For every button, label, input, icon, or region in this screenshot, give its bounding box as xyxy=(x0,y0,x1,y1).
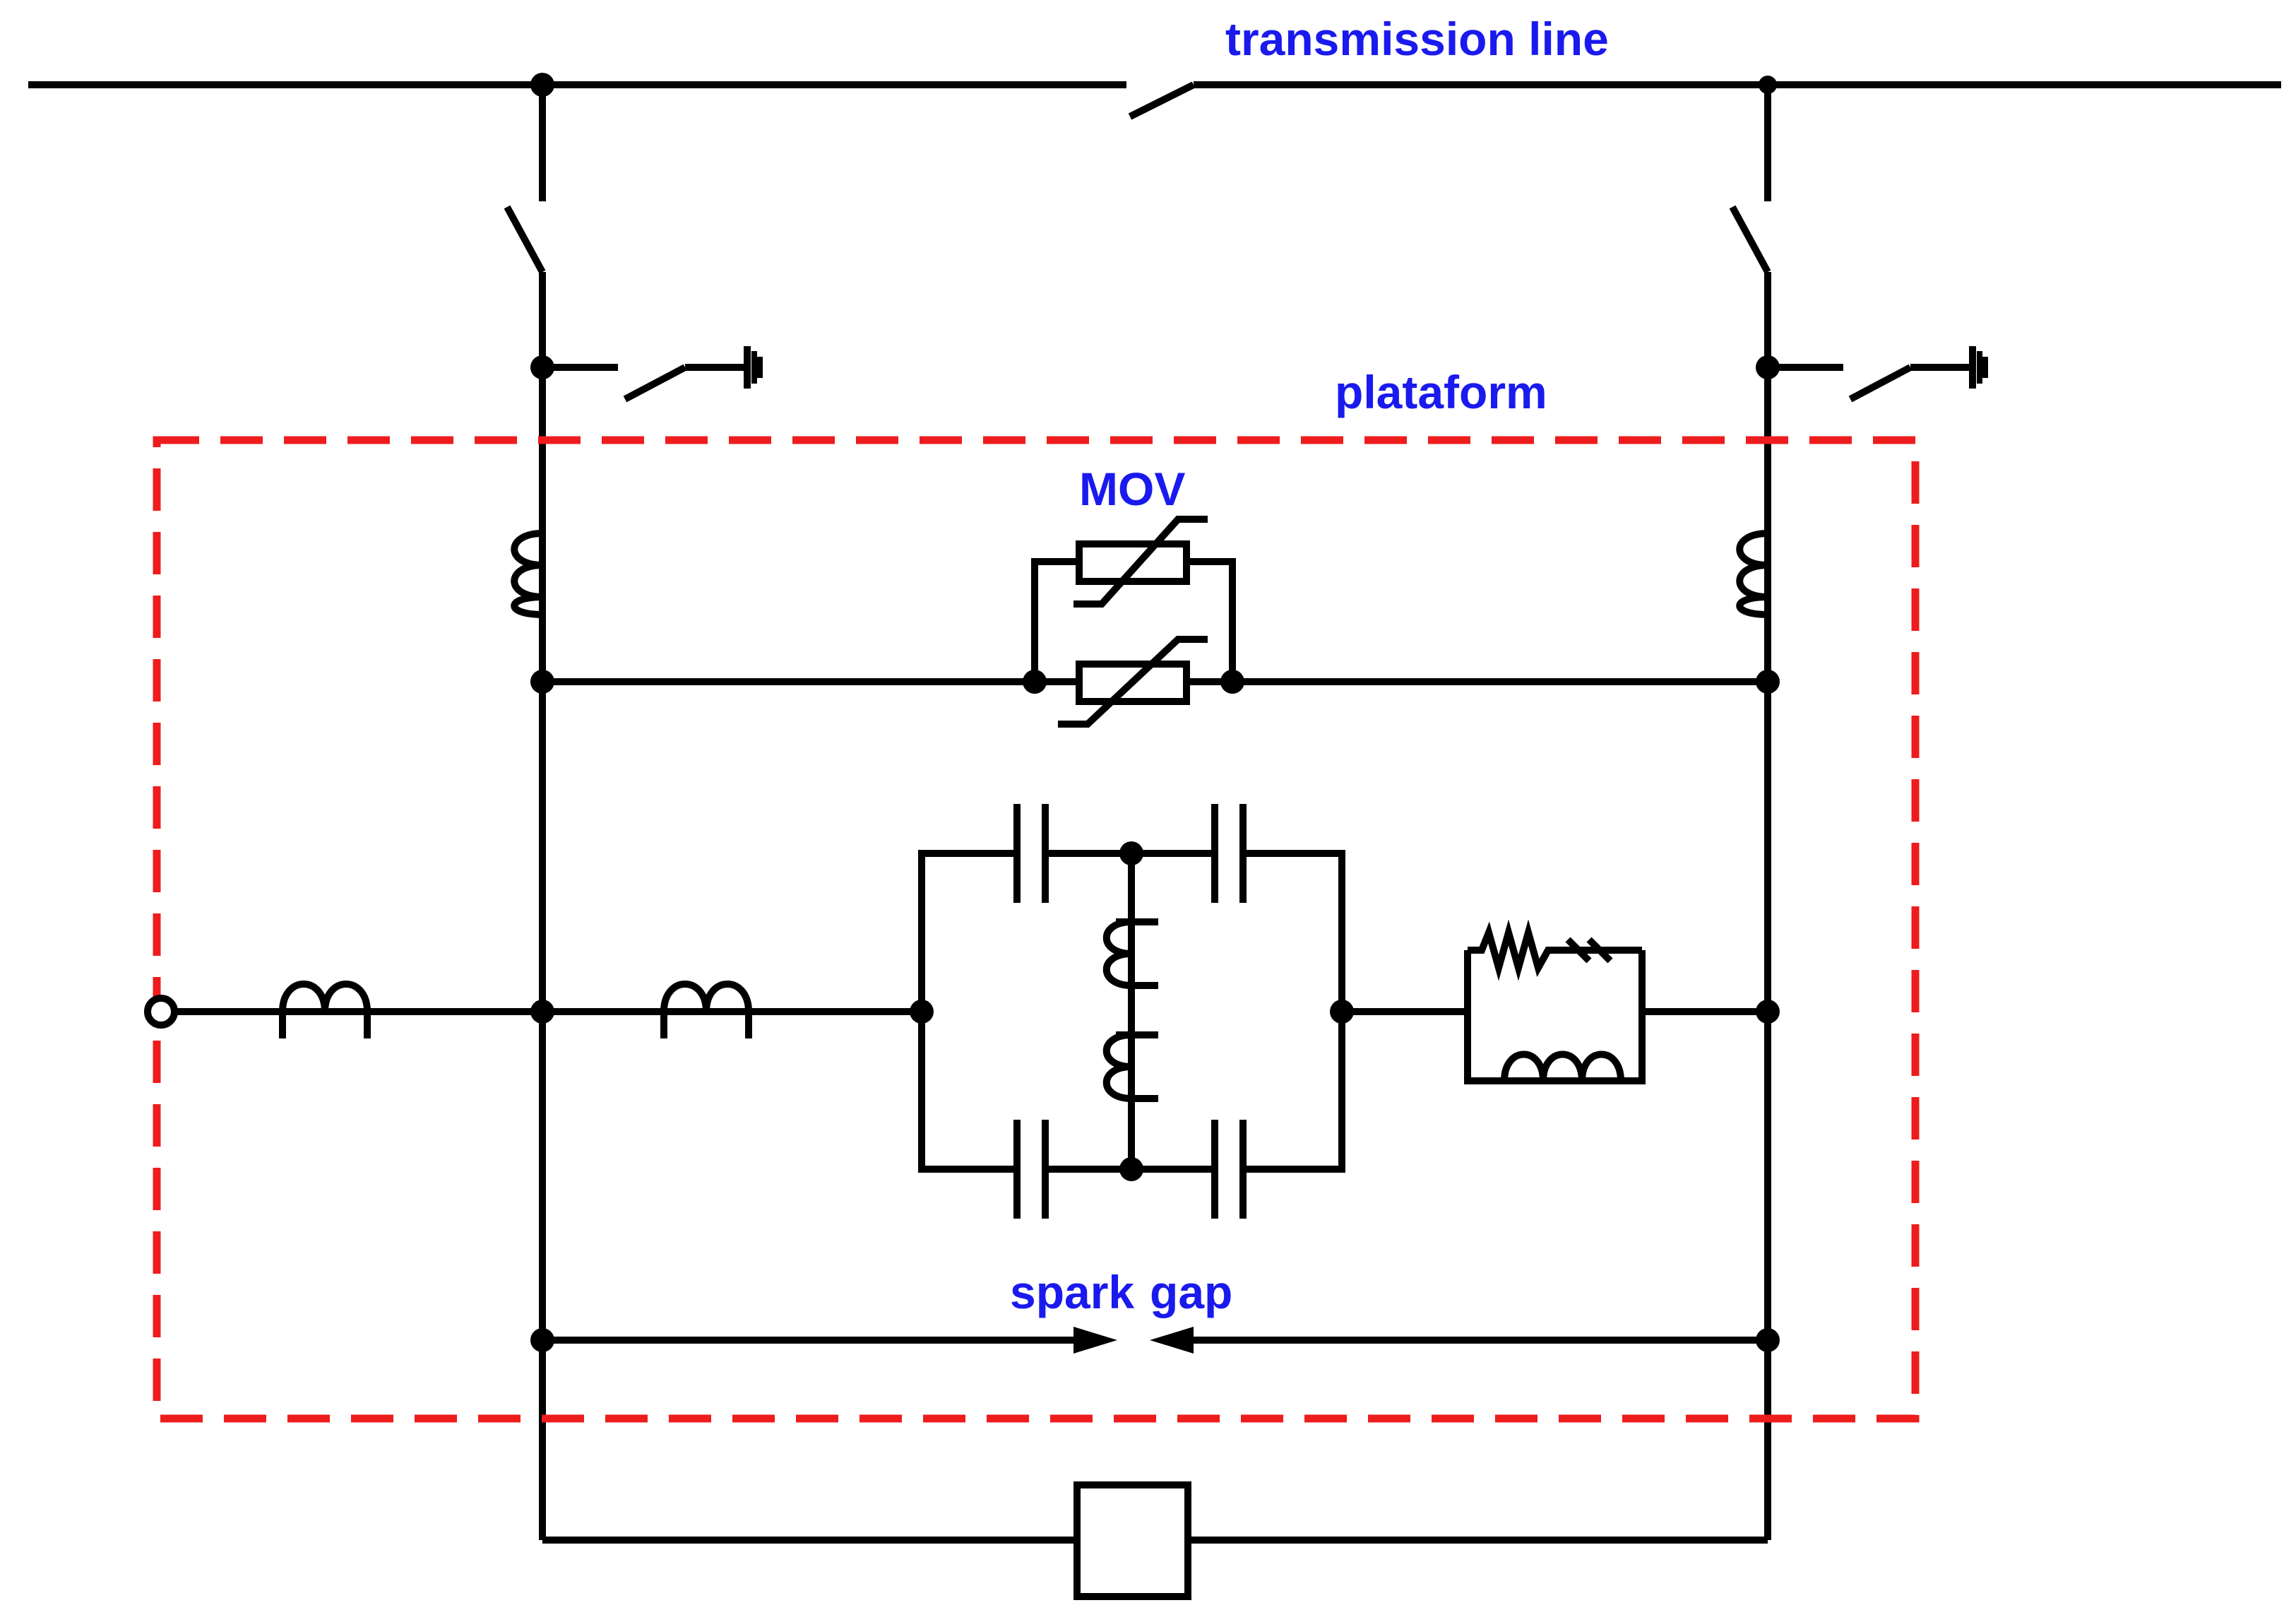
transmission-line xyxy=(28,81,2281,120)
spark-label: spark xyxy=(1010,1266,1134,1318)
gap-label: gap xyxy=(1150,1266,1232,1318)
node-bank-top xyxy=(1119,841,1143,865)
right-disconnect-switch xyxy=(1729,85,1771,274)
node-left-main xyxy=(530,1000,554,1024)
node-bank-bottom xyxy=(1119,1157,1143,1181)
damping-circuit xyxy=(1342,919,1768,1084)
damping-resistor xyxy=(1468,919,1642,981)
ground-symbol-left xyxy=(744,346,763,389)
node-mov-left xyxy=(1023,670,1047,694)
ground-symbol-right xyxy=(1969,346,1988,389)
right-earthing-switch xyxy=(1768,346,1988,403)
node-right-main xyxy=(1756,1000,1780,1024)
capacitor-upper-right xyxy=(1211,804,1247,903)
left-disconnect-switch xyxy=(504,85,546,274)
series-reactor xyxy=(279,981,371,1038)
damping-reactor xyxy=(660,981,752,1038)
mov-varistor-lower xyxy=(1058,636,1208,728)
bridge-inductor xyxy=(1102,918,1158,1102)
node-mov-right xyxy=(1220,670,1244,694)
node-bank-left xyxy=(910,1000,934,1024)
capacitor-lower-left xyxy=(1013,1120,1049,1219)
spark-gap xyxy=(542,1327,1768,1354)
mov-label: MOV xyxy=(1079,463,1185,515)
bypass-breaker xyxy=(542,1481,1768,1600)
capacitor-upper-left xyxy=(1013,804,1049,903)
capacitor-lower-right xyxy=(1211,1120,1247,1219)
left-current-transformer xyxy=(511,530,543,618)
transmission-line-label: transmission line xyxy=(1225,13,1609,65)
node-right-gap xyxy=(1756,1328,1780,1352)
damping-inductor xyxy=(1501,1050,1624,1082)
right-current-transformer xyxy=(1736,530,1768,618)
platform-label: plataform xyxy=(1335,366,1547,418)
node-right-mov xyxy=(1756,670,1780,694)
mov-branch xyxy=(542,558,1768,685)
node-left-gap xyxy=(530,1328,554,1352)
platform-boundary xyxy=(153,436,1920,1423)
capacitor-bank xyxy=(918,850,1345,1173)
left-earthing-switch xyxy=(542,346,763,403)
node-left-mov xyxy=(530,670,554,694)
mov-varistor-upper xyxy=(1073,516,1208,608)
terminal-circle xyxy=(144,995,178,1029)
